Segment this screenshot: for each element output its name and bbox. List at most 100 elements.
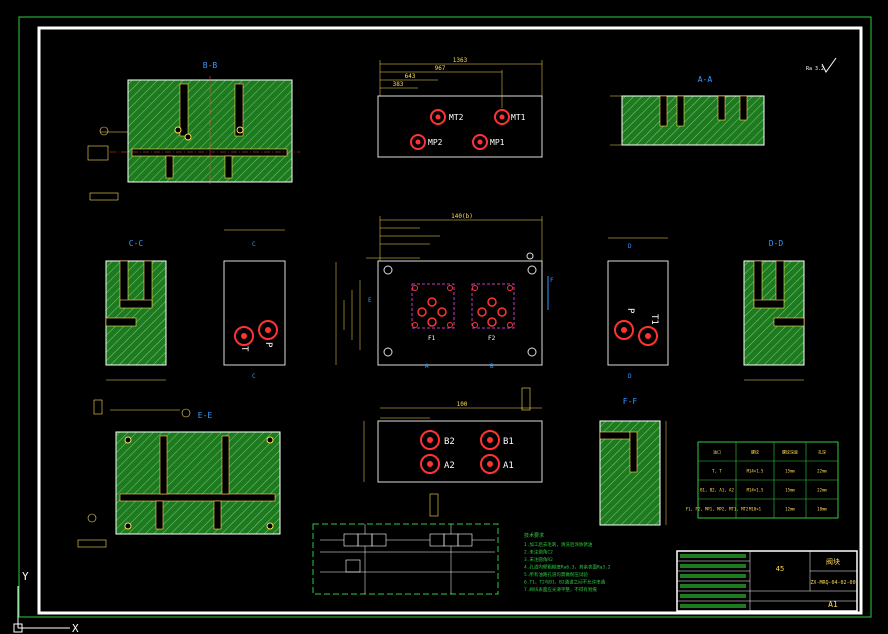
roughness-symbol: Ra 3.2 [806,57,837,73]
svg-text:A2: A2 [444,461,455,471]
svg-text:MP1: MP1 [490,138,505,147]
port-t-left[interactable]: T [234,326,254,352]
note-line: 6.T1、T2与B1、B2通道之间不允许串通 [524,579,606,586]
svg-text:B2: B2 [444,437,455,447]
axis-y-label: Y [22,570,29,583]
view-label-b: B-B [203,61,218,70]
note-line: 4.孔道内壁粗糙度Ra6.3，其余表面Ra3.2 [524,564,611,571]
port-mp1[interactable]: MP1 [472,134,505,150]
table-cell: M14×1.5 [747,488,764,493]
side-view-left[interactable]: T P C C [223,229,286,380]
table-cell: 15mm [785,469,795,474]
table-cell: 18mm [817,507,827,512]
top-view-plate[interactable]: MT2 MT1 MP2 MP1 1363 967 643 383 [377,57,543,158]
svg-text:B: B [490,363,494,370]
svg-text:1363: 1363 [453,57,468,64]
svg-text:F1: F1 [428,335,436,342]
hydraulic-schematic[interactable] [312,523,499,595]
section-view-e[interactable]: E-E [77,399,281,548]
title-part-name: 阀块 [826,557,840,566]
svg-text:MP2: MP2 [428,138,443,147]
notes-title: 技术要求 [524,532,544,539]
side-view-right[interactable]: P T1 D D [607,237,669,380]
port-mt1[interactable]: MT1 [494,109,526,125]
svg-text:B1: B1 [503,437,514,447]
bottom-view-plate[interactable]: B2 B1 A2 A1 100 [363,387,543,517]
table-cell: 22mm [817,488,827,493]
title-sheet: A1 [828,600,838,609]
section-view-d[interactable]: D-D [743,239,805,381]
svg-text:A: A [425,363,429,370]
table-cell: T, T [712,469,722,474]
view-label-d: D-D [769,239,784,248]
view-label-e: E-E [198,411,213,420]
svg-text:383: 383 [393,81,404,88]
note-line: 1.加工后去毛刺，清洗后涂防锈油 [524,541,593,548]
note-line: 3.未注圆角R2 [524,556,553,563]
table-cell: M10×1 [749,507,762,512]
valve-mount-f1[interactable]: F1 [411,283,455,342]
outer-frame [18,16,872,618]
table-cell: B1, B2, A1, A2 [700,488,734,493]
svg-text:A1: A1 [503,461,514,471]
section-view-c[interactable]: C-C [105,239,167,381]
port-a1[interactable]: A1 [480,454,514,474]
svg-text:MT1: MT1 [511,113,526,122]
technical-notes: 技术要求 1.加工后去毛刺，清洗后涂防锈油2.未注倒角C23.未注圆角R24.孔… [524,532,611,593]
svg-text:C: C [252,241,256,248]
table-header-cell: 螺纹 [751,449,759,455]
front-view-center[interactable]: F1 F2 140(b) F A B E [335,213,554,370]
section-view-b[interactable]: B-B [87,61,300,201]
note-line: 2.未注倒角C2 [524,549,553,556]
svg-text:967: 967 [435,65,446,72]
port-b2[interactable]: B2 [420,430,455,450]
table-cell: 15mm [785,488,795,493]
svg-text:T1: T1 [649,314,659,325]
title-material: 45 [776,565,784,573]
note-line: 5.所有油路孔道均需做耐压试验 [524,571,588,578]
section-view-f[interactable]: F-F [599,397,667,526]
svg-text:D: D [628,373,632,380]
inner-frame [37,26,863,615]
table-cell: F1, F2, MP1, MP2, MT1, MT2 [686,507,749,512]
table-header-cell: 孔深 [818,449,826,455]
table-cell: 12mm [785,507,795,512]
svg-text:C: C [252,373,256,380]
svg-text:MT2: MT2 [449,113,464,122]
svg-text:T: T [239,346,249,352]
svg-text:P: P [263,342,273,348]
svg-text:643: 643 [405,73,416,80]
svg-text:140(b): 140(b) [451,213,473,220]
svg-text:F: F [550,277,554,284]
port-a2[interactable]: A2 [420,454,455,474]
port-p-right[interactable]: P [614,308,635,340]
svg-text:F2: F2 [488,335,496,342]
svg-text:Ra 3.2: Ra 3.2 [806,66,824,72]
ucs-axis-icon: Y X [13,570,79,634]
port-mt2[interactable]: MT2 [430,109,464,125]
svg-text:P: P [625,308,635,314]
view-label-c: C-C [129,239,144,248]
note-line: 7.阀块表面应光滑平整，不得有划痕 [524,586,597,593]
axis-x-label: X [72,622,79,634]
table-header-cell: 螺纹深度 [782,449,798,455]
valve-mount-f2[interactable]: F2 [471,283,515,342]
title-drawing-no: ZX-MRQ-04-02-00 [810,580,855,586]
port-mp2[interactable]: MP2 [410,134,443,150]
port-p-left[interactable]: P [258,320,278,348]
table-cell: 22mm [817,469,827,474]
svg-text:D: D [628,243,632,250]
title-block: 45 阀块 ZX-MRQ-04-02-00 A1 [676,550,858,612]
port-b1[interactable]: B1 [480,430,514,450]
table-cell: M14×1.5 [747,469,764,474]
section-view-a[interactable]: A-A [610,75,765,146]
table-header-cell: 油口 [713,449,721,455]
view-label-f: F-F [623,397,638,406]
port-t1-right[interactable]: T1 [638,314,659,346]
svg-text:E: E [368,297,372,304]
view-label-a: A-A [698,75,713,84]
svg-text:100: 100 [457,401,468,408]
